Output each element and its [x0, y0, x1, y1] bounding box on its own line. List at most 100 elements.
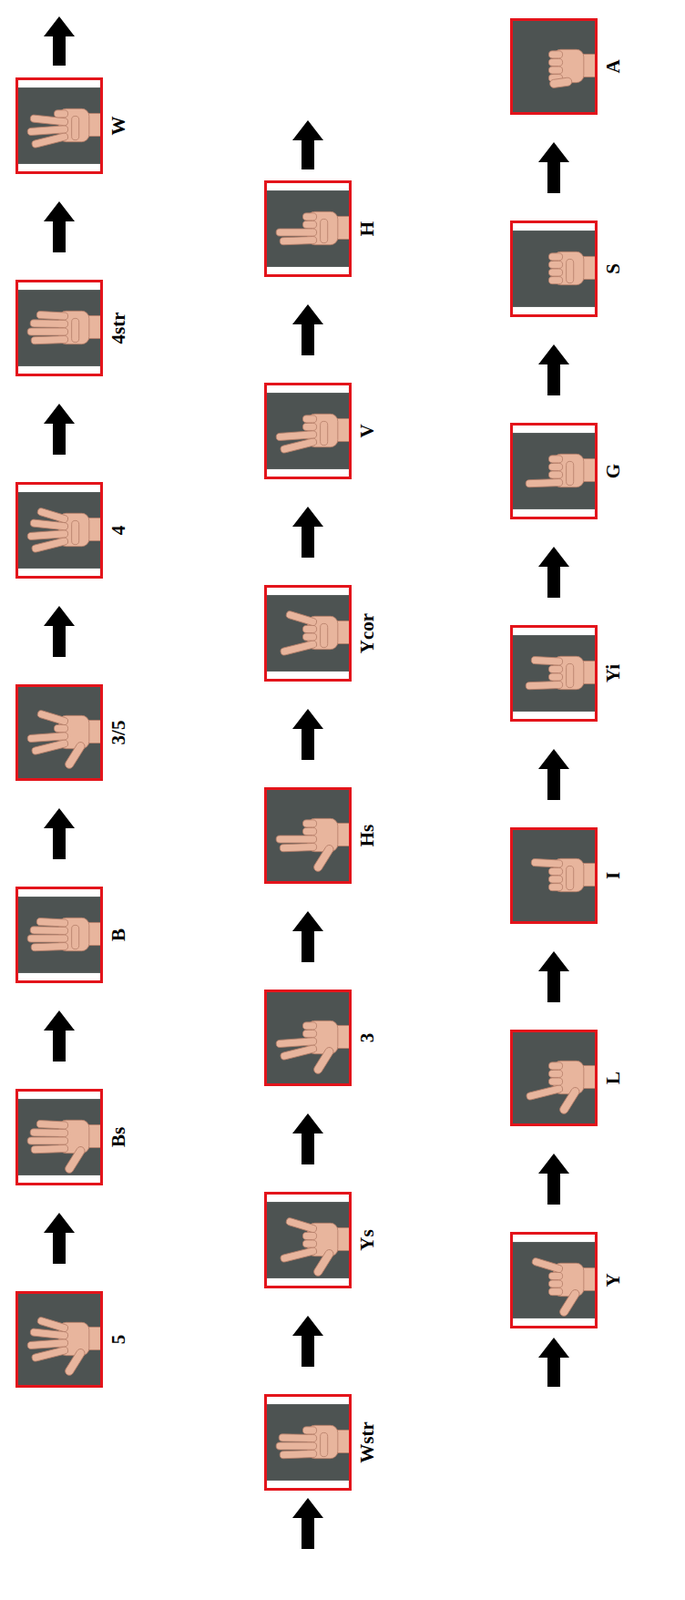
photo-frame	[264, 180, 352, 277]
handshape-box: 3	[264, 989, 383, 1086]
flow-arrow	[292, 1113, 324, 1165]
hand-illustration	[276, 1424, 349, 1459]
handshape-label: B	[108, 928, 130, 941]
photo-band	[266, 183, 349, 191]
handshape-label: V	[357, 423, 379, 438]
hand-part	[548, 1077, 563, 1085]
hand-part	[548, 253, 563, 261]
hand-part	[566, 460, 574, 485]
handshape-box: A	[510, 18, 629, 115]
hand-part	[548, 58, 563, 66]
photo-frame	[264, 1191, 352, 1289]
hand-part	[36, 917, 69, 927]
hand-part	[548, 455, 563, 463]
hand-part	[30, 335, 69, 344]
hand-illustration	[276, 413, 349, 454]
hand-photo	[18, 1293, 101, 1385]
flow-arrow	[43, 605, 75, 657]
hand-photo	[266, 1194, 349, 1286]
hand-photo	[18, 80, 101, 172]
hand-part	[548, 260, 563, 268]
hand-photo	[266, 789, 349, 881]
photo-band	[266, 671, 349, 679]
photo-frame	[510, 18, 598, 115]
photo-band	[18, 1175, 101, 1183]
hand-photo	[18, 889, 101, 981]
hand-part	[566, 663, 574, 687]
hand-part	[53, 724, 68, 732]
hand-photo	[512, 223, 595, 315]
hand-part	[30, 941, 69, 951]
hand-part	[276, 1441, 317, 1450]
photo-frame	[15, 1088, 103, 1186]
photo-band	[266, 469, 349, 477]
photo-frame	[15, 279, 103, 377]
hand-illustration	[548, 49, 595, 89]
handshape-label: W	[108, 116, 130, 136]
hand-illustration	[279, 1216, 349, 1278]
hand-part	[27, 934, 68, 942]
hand-part	[548, 268, 563, 277]
hand-part	[30, 1128, 69, 1137]
photo-frame	[510, 220, 598, 317]
hand-illustration	[276, 211, 349, 246]
hand-part	[302, 422, 317, 430]
photo-frame	[15, 684, 103, 781]
hand-photo	[512, 627, 595, 719]
hand-photo	[512, 1234, 595, 1326]
photo-frame	[264, 1393, 352, 1491]
hand-photo	[512, 829, 595, 921]
hand-illustration	[27, 310, 101, 345]
hand-part	[302, 633, 317, 641]
photo-frame	[15, 481, 103, 579]
hand-illustration	[27, 1316, 101, 1377]
photo-band	[266, 1480, 349, 1488]
hand-part	[312, 1247, 336, 1278]
handshape-label: Ys	[357, 1228, 379, 1250]
flow-arrow	[292, 1315, 324, 1367]
hand-photo	[512, 20, 595, 113]
photo-band	[266, 1194, 349, 1202]
hand-part	[548, 66, 563, 74]
handshape-box: B	[15, 886, 134, 983]
photo-frame	[15, 886, 103, 983]
handshape-label: Bs	[108, 1126, 130, 1147]
hand-part	[71, 520, 80, 544]
hand-part	[548, 1279, 563, 1288]
flow-arrow	[43, 1010, 75, 1062]
hand-part	[279, 639, 317, 656]
handshape-label: Wstr	[357, 1421, 379, 1463]
continuation-arrow	[538, 1337, 570, 1387]
hand-part	[30, 926, 69, 935]
hand-part	[549, 77, 573, 89]
hand-part	[548, 1288, 563, 1296]
hand-part	[63, 1145, 87, 1175]
hand-part	[71, 317, 80, 342]
photo-frame	[510, 1029, 598, 1126]
photo-band	[512, 509, 595, 517]
hand-part	[279, 842, 317, 851]
hand-part	[279, 1449, 317, 1458]
handshape-box: 3/5	[15, 684, 134, 781]
hand-part	[71, 924, 80, 949]
hand-part	[27, 1136, 68, 1145]
photo-frame	[15, 77, 103, 174]
hand-illustration	[525, 655, 595, 690]
hand-part	[63, 1347, 87, 1377]
handshape-label: A	[603, 59, 624, 73]
photo-band	[266, 385, 349, 393]
photo-frame	[510, 1231, 598, 1329]
photo-band	[18, 484, 101, 492]
photo-band	[18, 568, 101, 576]
handshape-box: W	[15, 77, 134, 174]
hand-part	[548, 51, 563, 59]
hand-part	[548, 462, 563, 471]
photo-band	[18, 1091, 101, 1099]
flow-arrow	[43, 201, 75, 253]
handshape-box: Ycor	[264, 584, 383, 682]
photo-frame	[510, 624, 598, 722]
hand-part	[548, 875, 563, 883]
hand-illustration	[27, 1119, 101, 1175]
hand-part	[312, 1045, 336, 1075]
